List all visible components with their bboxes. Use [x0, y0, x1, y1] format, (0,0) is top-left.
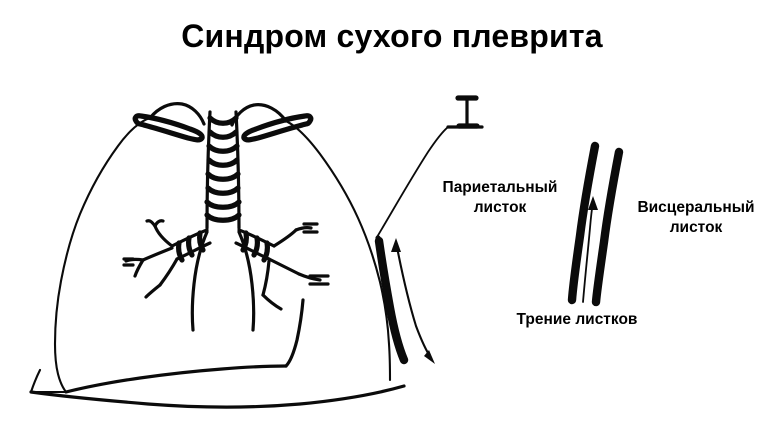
diaphragm-line [29, 368, 406, 409]
label-parietal-layer: Париетальный листок [442, 179, 558, 217]
trachea-with-cartilage-rings [204, 110, 242, 230]
parietal-bracket-marker [455, 95, 480, 129]
page-title: Синдром сухого плеврита [181, 18, 603, 54]
parietal-layer-stroke [567, 141, 600, 305]
range-double-arrow [391, 238, 435, 364]
label-visceral-layer: Висцеральный листок [637, 199, 755, 237]
tracheal-rings [204, 115, 242, 223]
visceral-layer-stroke [591, 147, 624, 307]
left-clavicle [132, 113, 205, 143]
pleural-thickening-stripe [374, 235, 409, 365]
right-clavicle [241, 113, 314, 143]
right-bronchus-tips [302, 222, 330, 286]
right-lung-outline [284, 119, 392, 382]
lung-apices [148, 102, 288, 127]
friction-arrow [582, 196, 598, 303]
carina-and-bronchial-tree [122, 219, 330, 332]
label-friction-of-layers: Трение листков [516, 311, 638, 328]
right-bronchial-branches [261, 226, 322, 311]
left-bronchus-tips [122, 257, 135, 267]
left-lung-outline [53, 116, 288, 394]
